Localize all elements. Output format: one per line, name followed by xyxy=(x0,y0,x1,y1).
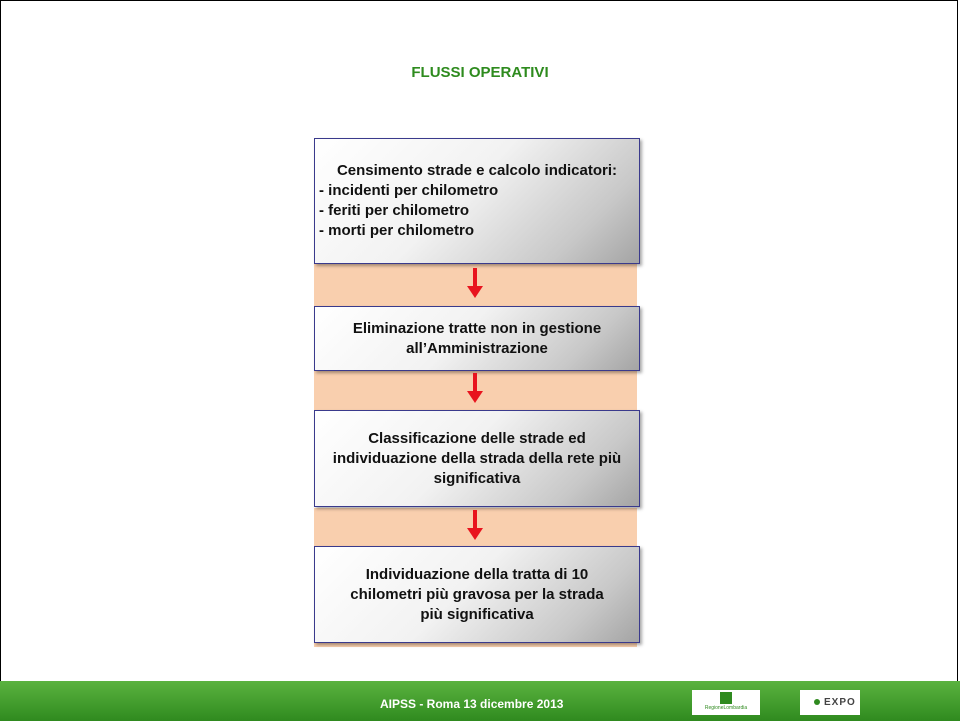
step-2-text: Eliminazione tratte non in gestione all’… xyxy=(352,319,602,357)
step-1-heading: Censimento strade e calcolo indicatori: xyxy=(336,162,618,179)
flow-step-3: Classificazione delle strade ed individu… xyxy=(314,410,640,507)
slide-title: FLUSSI OPERATIVI xyxy=(411,64,549,81)
lombardia-rose-icon xyxy=(720,692,732,704)
down-arrow-icon xyxy=(467,510,483,540)
expo-mark-icon xyxy=(814,699,820,705)
regione-lombardia-logo: RegioneLombardia xyxy=(692,690,760,715)
footer-text: AIPSS - Roma 13 dicembre 2013 xyxy=(380,697,564,711)
expo-label: EXPO xyxy=(824,697,856,708)
regione-lombardia-label: RegioneLombardia xyxy=(704,705,748,711)
flow-step-2: Eliminazione tratte non in gestione all’… xyxy=(314,306,640,371)
bullet-item: - morti per chilometro xyxy=(319,222,475,239)
footer-bar: AIPSS - Roma 13 dicembre 2013 RegioneLom… xyxy=(0,681,960,721)
step-4-text: Individuazione della tratta di 10 chilom… xyxy=(350,565,604,623)
expo-logo: EXPO xyxy=(800,690,860,715)
step-3-text: Classificazione delle strade ed individu… xyxy=(332,429,622,487)
down-arrow-icon xyxy=(467,268,483,298)
flow-step-4: Individuazione della tratta di 10 chilom… xyxy=(314,546,640,643)
connector-band xyxy=(314,643,637,647)
down-arrow-icon xyxy=(467,373,483,403)
flow-step-1: Censimento strade e calcolo indicatori: … xyxy=(314,138,640,264)
bullet-item: - incidenti per chilometro xyxy=(319,182,499,199)
step-1-bullets: - incidenti per chilometro - feriti per … xyxy=(315,181,639,241)
bullet-item: - feriti per chilometro xyxy=(319,202,470,219)
